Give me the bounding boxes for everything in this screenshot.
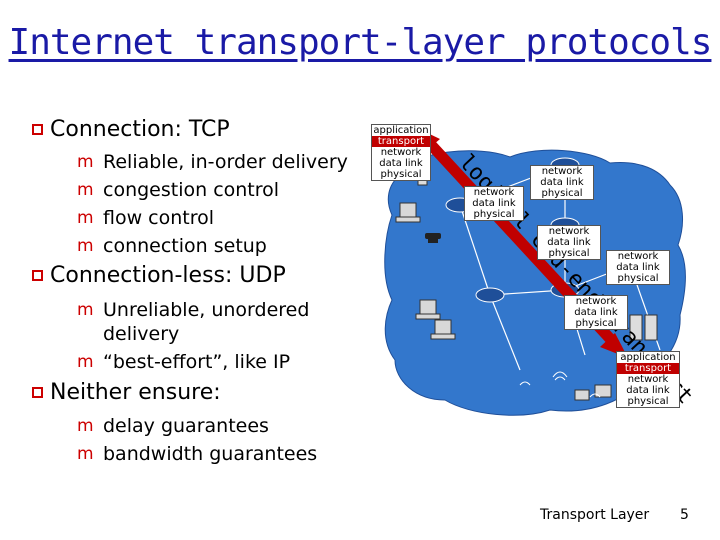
router-protocol-stack: network data link physical bbox=[530, 165, 594, 200]
host-protocol-stack: application transport network data link … bbox=[616, 351, 680, 408]
bullet-tcp: Connection: TCP bbox=[32, 117, 230, 142]
antenna-icon bbox=[519, 371, 601, 398]
bullet-icon: m bbox=[77, 236, 94, 256]
udp-item-continued: delivery bbox=[103, 323, 180, 345]
slide-title: Internet transport-layer protocols bbox=[8, 22, 713, 63]
router-protocol-stack: network data link physical bbox=[464, 186, 524, 221]
bullet-icon: m bbox=[77, 300, 94, 320]
udp-item: m“best-effort”, like IP bbox=[77, 351, 291, 373]
bullet-icon: m bbox=[77, 152, 94, 172]
bullet-tcp-label: Connection: TCP bbox=[50, 117, 230, 142]
page-number: 5 bbox=[680, 507, 689, 523]
router-protocol-stack: network data link physical bbox=[606, 250, 670, 285]
footer-label: Transport Layer bbox=[540, 507, 650, 523]
bullet-neither-label: Neither ensure: bbox=[50, 380, 221, 405]
phone-icon bbox=[425, 233, 441, 243]
host-protocol-stack: application transport network data link … bbox=[371, 124, 431, 181]
bullet-icon: m bbox=[77, 208, 94, 228]
bullet-icon: m bbox=[77, 352, 94, 372]
bullet-icon: m bbox=[77, 444, 94, 464]
square-bullet-icon bbox=[32, 124, 43, 135]
router-protocol-stack: network data link physical bbox=[564, 295, 628, 330]
bullet-udp-label: Connection-less: UDP bbox=[50, 263, 286, 288]
bullet-icon: m bbox=[77, 180, 94, 200]
square-bullet-icon bbox=[32, 270, 43, 281]
bullet-icon: m bbox=[77, 416, 94, 436]
router-protocol-stack: network data link physical bbox=[537, 225, 601, 260]
bullet-neither: Neither ensure: bbox=[32, 380, 221, 405]
bullet-udp: Connection-less: UDP bbox=[32, 263, 286, 288]
square-bullet-icon bbox=[32, 387, 43, 398]
